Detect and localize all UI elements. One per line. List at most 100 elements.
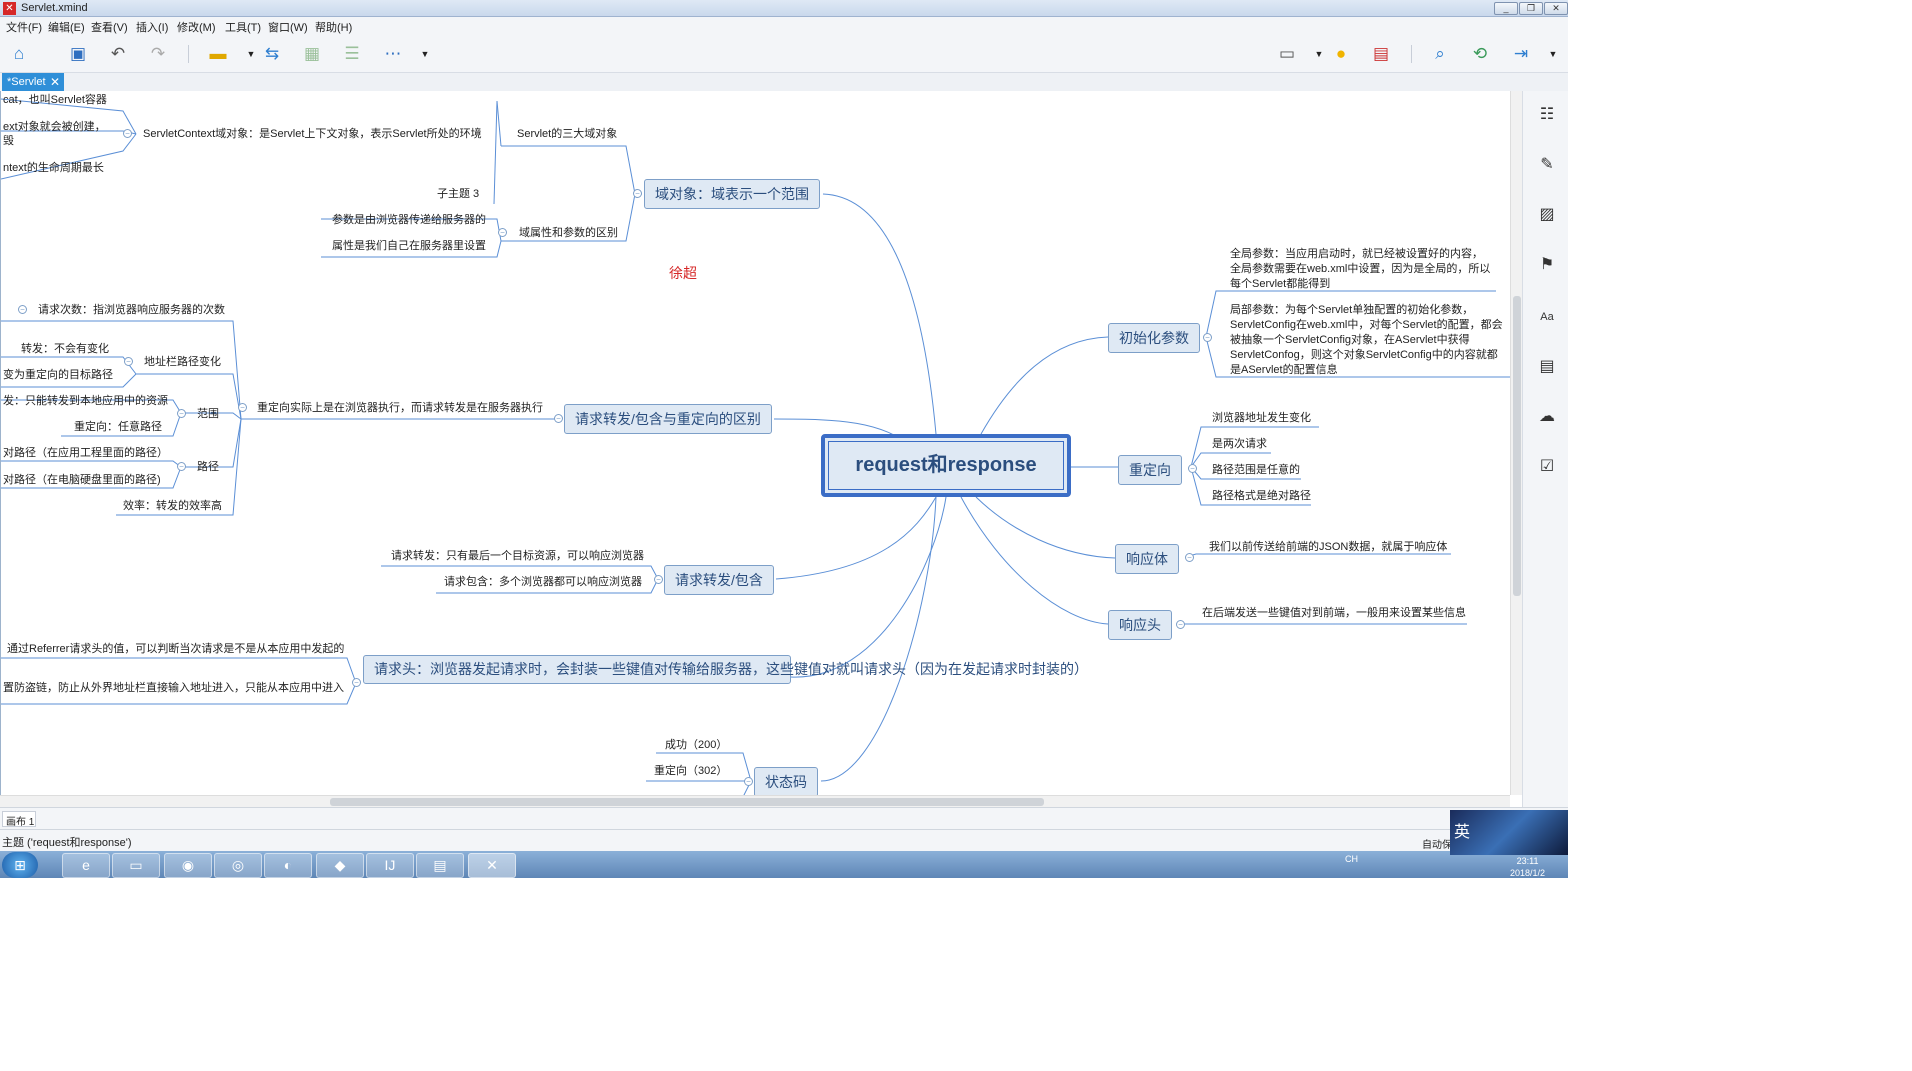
- leaf-anti-leech[interactable]: 置防盗链，防止从外界地址栏直接输入地址进入，只能从本应用中进入: [3, 682, 344, 694]
- leaf-302[interactable]: 重定向（302）: [654, 765, 728, 777]
- share-icon[interactable]: ⟲: [1472, 44, 1488, 63]
- close-icon[interactable]: ✕: [49, 75, 60, 89]
- leaf-response-body[interactable]: 我们以前传送给前端的JSON数据，就属于响应体: [1209, 541, 1448, 553]
- minimize-button[interactable]: _: [1494, 2, 1518, 15]
- subtopic-servletcontext[interactable]: ServletContext域对象：是Servlet上下文对象，表示Servle…: [143, 128, 482, 140]
- menu-edit[interactable]: 编辑(E): [48, 22, 85, 34]
- intellij-icon[interactable]: IJ: [366, 853, 414, 878]
- notes-icon[interactable]: ▤: [1539, 358, 1555, 375]
- collapse-icon[interactable]: −: [1185, 553, 1194, 562]
- topic-redirect[interactable]: 重定向: [1118, 455, 1182, 485]
- ie-icon[interactable]: e: [62, 853, 110, 878]
- leaf-sc-a[interactable]: cat，也叫Servlet容器: [3, 94, 107, 106]
- leaf-path-relative[interactable]: 对路径（在应用工程里面的路径）: [3, 447, 168, 459]
- topic-icon[interactable]: ▬: [209, 44, 227, 63]
- more-dropdown-icon[interactable]: ▼: [420, 49, 430, 59]
- leaf-forward[interactable]: 请求转发：只有最后一个目标资源，可以响应浏览器: [391, 550, 644, 562]
- subtopic-request-count[interactable]: 请求次数：指浏览器响应服务器的次数: [38, 304, 225, 316]
- leaf-referrer[interactable]: 通过Referrer请求头的值，可以判断当次请求是不是从本应用中发起的: [7, 643, 345, 655]
- horizontal-scrollbar[interactable]: [0, 795, 1510, 807]
- collapse-icon[interactable]: −: [352, 678, 361, 687]
- app-icon[interactable]: ◆: [316, 853, 364, 878]
- lightbulb-icon[interactable]: ●: [1335, 44, 1347, 63]
- presentation-icon[interactable]: ▭: [1278, 44, 1296, 63]
- vertical-scrollbar[interactable]: [1510, 91, 1522, 795]
- marker-flag-icon[interactable]: ⚑: [1539, 256, 1555, 273]
- menu-file[interactable]: 文件(F): [6, 22, 43, 34]
- vertical-scroll-thumb[interactable]: [1513, 296, 1521, 596]
- subtopic-path[interactable]: 路径: [197, 461, 219, 473]
- language-indicator[interactable]: CH: [1345, 854, 1358, 864]
- collapse-icon[interactable]: −: [238, 403, 247, 412]
- more-icon[interactable]: ⋯: [384, 44, 402, 63]
- leaf-200[interactable]: 成功（200）: [665, 739, 728, 751]
- menu-tools[interactable]: 工具(T): [225, 22, 262, 34]
- leaf-param[interactable]: 参数是由浏览器传递给服务器的: [332, 214, 486, 226]
- leaf-addr-redirect[interactable]: 变为重定向的目标路径: [3, 369, 113, 381]
- collapse-icon[interactable]: −: [654, 575, 663, 584]
- explorer-icon[interactable]: ▭: [112, 853, 160, 878]
- start-button[interactable]: ⊞: [2, 852, 38, 878]
- subtopic-exec-location[interactable]: 重定向实际上是在浏览器执行，而请求转发是在服务器执行: [257, 402, 543, 414]
- leaf-sc-b2[interactable]: 毁: [3, 135, 14, 147]
- leaf-sc-b1[interactable]: ext对象就会被创建，: [3, 121, 106, 133]
- leaf-local-params[interactable]: 局部参数：为每个Servlet单独配置的初始化参数，ServletConfig在…: [1230, 304, 1503, 376]
- redo-icon[interactable]: ↷: [150, 44, 166, 63]
- collapse-icon[interactable]: −: [554, 414, 563, 423]
- leaf-addr-forward[interactable]: 转发：不会有变化: [21, 343, 109, 355]
- leaf-sc-c[interactable]: ntext的生命周期最长: [3, 162, 104, 174]
- menu-modify[interactable]: 修改(M): [177, 22, 216, 34]
- collapse-icon[interactable]: −: [177, 462, 186, 471]
- close-button[interactable]: ✕: [1544, 2, 1568, 15]
- leaf-redirect-b[interactable]: 是两次请求: [1212, 438, 1267, 450]
- menu-window[interactable]: 窗口(W): [268, 22, 308, 34]
- collapse-icon[interactable]: −: [18, 305, 27, 314]
- summary-icon[interactable]: ☰: [344, 44, 360, 63]
- topic-forward-include[interactable]: 请求转发/包含: [664, 565, 774, 595]
- search-icon[interactable]: ⌕: [1435, 44, 1445, 63]
- subtopic-attr-param-diff[interactable]: 域属性和参数的区别: [519, 227, 618, 239]
- notepad-icon[interactable]: ▤: [416, 853, 464, 878]
- collapse-icon[interactable]: −: [1203, 333, 1212, 342]
- collapse-icon[interactable]: −: [177, 409, 186, 418]
- topic-domain-object[interactable]: 域对象：域表示一个范围: [644, 179, 820, 209]
- relationship-icon[interactable]: ⇆: [264, 44, 280, 63]
- menu-help[interactable]: 帮助(H): [315, 22, 353, 34]
- subtopic-addressbar[interactable]: 地址栏路径变化: [144, 356, 221, 368]
- ime-widget[interactable]: 英: [1450, 810, 1568, 855]
- outliner-icon[interactable]: ▤: [1372, 44, 1390, 63]
- topic-response-body[interactable]: 响应体: [1115, 544, 1179, 574]
- horizontal-scroll-thumb[interactable]: [330, 798, 1044, 806]
- collapse-icon[interactable]: −: [633, 189, 642, 198]
- format-brush-icon[interactable]: ✎: [1540, 156, 1554, 173]
- restore-button[interactable]: ❐: [1519, 2, 1543, 15]
- font-icon[interactable]: Aa: [1540, 311, 1554, 323]
- menu-insert[interactable]: 插入(I): [136, 22, 169, 34]
- leaf-response-header[interactable]: 在后端发送一些键值对到前端，一般用来设置某些信息: [1202, 607, 1466, 619]
- leaf-attr[interactable]: 属性是我们自己在服务器里设置: [332, 240, 486, 252]
- dropdown-icon[interactable]: ▼: [246, 49, 256, 59]
- leaf-scope-forward[interactable]: 发：只能转发到本地应用中的资源: [3, 395, 168, 407]
- topic-status-code[interactable]: 状态码: [754, 767, 818, 795]
- mindmap-canvas[interactable]: 徐超 request和response 域对象：域表示一个范围 − Servle…: [0, 91, 1510, 795]
- topic-request-header[interactable]: 请求头：浏览器发起请求时，会封装一些键值对传输给服务器，这些键值对就叫请求头（因…: [363, 655, 1088, 684]
- firefox-icon[interactable]: ◐: [264, 853, 312, 878]
- leaf-include[interactable]: 请求包含：多个浏览器都可以响应浏览器: [444, 576, 642, 588]
- collapse-icon[interactable]: −: [498, 228, 507, 237]
- collapse-icon[interactable]: −: [1176, 620, 1185, 629]
- task-icon[interactable]: ☑: [1539, 458, 1555, 475]
- leaf-path-absolute[interactable]: 对路径（在电脑硬盘里面的路径): [3, 474, 161, 486]
- collapse-icon[interactable]: −: [1188, 464, 1197, 473]
- export-dropdown-icon[interactable]: ▼: [1548, 49, 1558, 59]
- leaf-redirect-d[interactable]: 路径格式是绝对路径: [1212, 490, 1311, 502]
- subtopic-efficiency[interactable]: 效率：转发的效率高: [123, 500, 222, 512]
- central-topic[interactable]: request和response: [821, 434, 1071, 497]
- leaf-redirect-a[interactable]: 浏览器地址发生变化: [1212, 412, 1311, 424]
- save-icon[interactable]: ▣: [69, 44, 87, 63]
- undo-icon[interactable]: ↶: [110, 44, 126, 63]
- collapse-icon[interactable]: −: [123, 129, 132, 138]
- sheet-tab[interactable]: 画布 1: [2, 811, 36, 828]
- xmind-task-icon[interactable]: ✕: [468, 853, 516, 878]
- subtopic-scope[interactable]: 范围: [197, 408, 219, 420]
